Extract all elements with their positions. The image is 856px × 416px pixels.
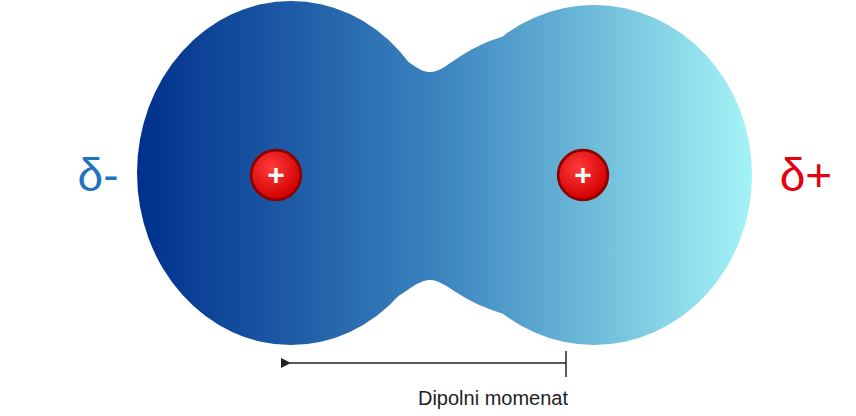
charge-sign: + [249, 148, 303, 202]
charge-sign: + [556, 148, 610, 202]
partial-charge: δ- [78, 148, 119, 202]
partial-charge: δ+ [780, 148, 832, 202]
nucleus-circle: + [556, 148, 610, 202]
electron-cloud [137, 1, 752, 345]
arrow-tick [565, 351, 567, 377]
axis-label: Dipolni momenat [418, 387, 568, 410]
dipole-arrow [290, 362, 566, 364]
nucleus-circle: + [249, 148, 303, 202]
